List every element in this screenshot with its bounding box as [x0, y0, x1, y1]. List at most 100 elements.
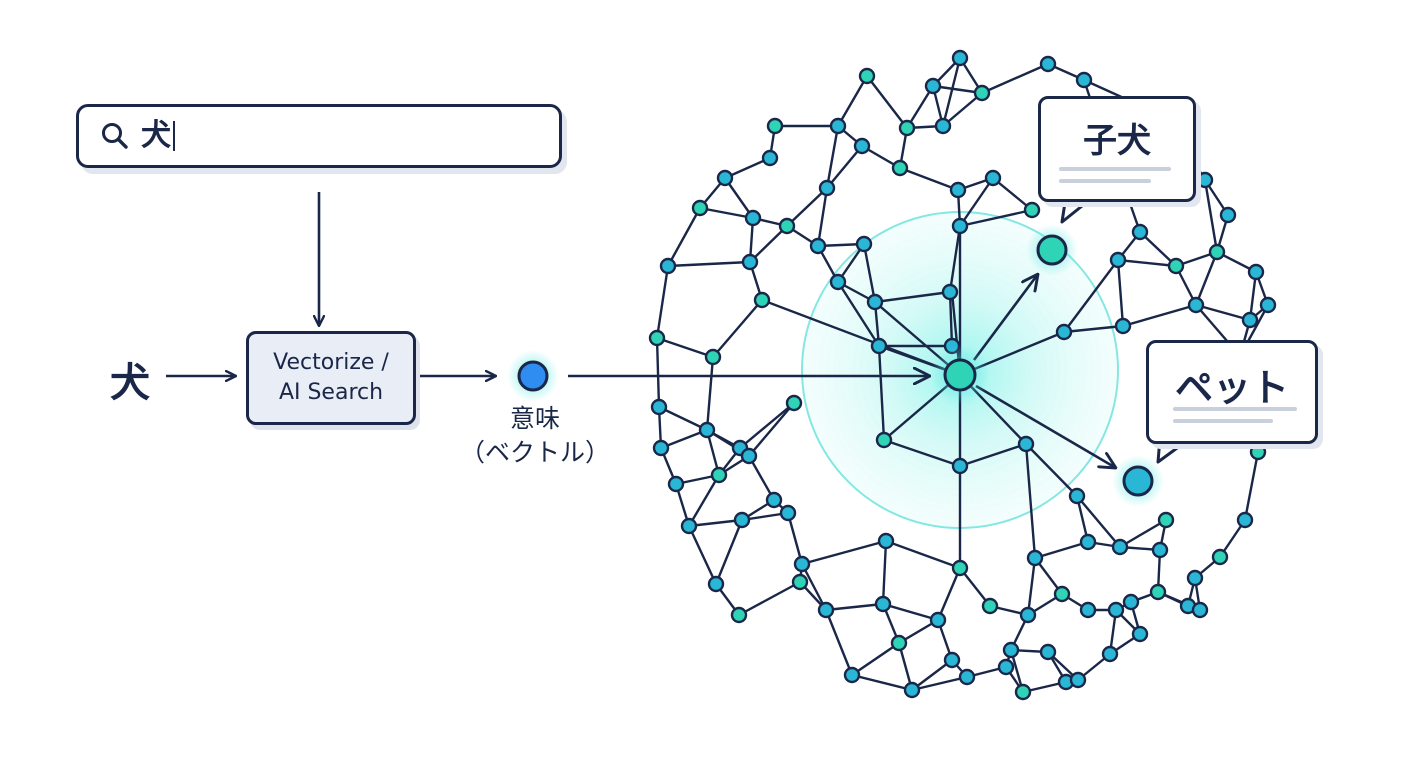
network-node — [1191, 601, 1209, 619]
network-node — [858, 67, 876, 85]
network-edge — [980, 62, 1050, 95]
network-edge — [737, 580, 802, 617]
network-node — [981, 597, 999, 615]
vector-label: 意味 （ベクトル） — [440, 402, 630, 470]
network-node — [765, 491, 783, 509]
network-node — [1101, 645, 1119, 663]
network-node — [740, 447, 758, 465]
network-edge — [816, 186, 829, 248]
network-node — [875, 431, 893, 449]
network-node — [733, 511, 751, 529]
network-node — [1247, 263, 1265, 281]
network-edge — [711, 298, 764, 359]
bubble-text-line — [1173, 407, 1297, 411]
bubble-text-line — [1059, 167, 1171, 171]
network-node — [1211, 548, 1229, 566]
network-node — [809, 237, 827, 255]
network-node — [652, 439, 670, 457]
network-node — [829, 117, 847, 135]
network-node — [1219, 206, 1237, 224]
network-node — [1241, 311, 1259, 329]
network-edge — [698, 206, 755, 220]
network-edge — [958, 208, 1034, 228]
network-node — [1236, 511, 1254, 529]
radial-arrows — [972, 274, 1116, 468]
network-edge — [687, 473, 721, 528]
network-edge — [705, 355, 715, 432]
network-edge — [800, 539, 888, 566]
network-node — [741, 253, 759, 271]
network-edge — [1194, 303, 1252, 322]
network-node — [791, 573, 809, 591]
network-edge — [936, 566, 962, 622]
network-edge — [786, 511, 804, 566]
network-node — [716, 169, 734, 187]
network-edge — [882, 438, 962, 468]
network-node — [779, 504, 797, 522]
network-node — [870, 337, 888, 355]
network-edge — [836, 280, 881, 348]
network-node — [898, 119, 916, 137]
network-edge — [659, 428, 709, 450]
network-edge — [941, 91, 984, 128]
network-edge — [873, 290, 952, 304]
network-edge — [881, 539, 888, 606]
network-node — [1039, 55, 1057, 73]
network-edge — [881, 602, 940, 622]
search-bar[interactable]: 犬 — [76, 104, 562, 168]
network-node — [761, 149, 779, 167]
arrow-to-puppy — [972, 274, 1038, 361]
network-node — [659, 257, 677, 275]
network-edge — [738, 401, 796, 450]
network-node — [973, 84, 991, 102]
network-node — [1109, 251, 1127, 269]
network-node — [753, 291, 771, 309]
network-node — [1151, 541, 1169, 559]
bubble-text-line — [1173, 419, 1273, 423]
network-edge — [1062, 258, 1120, 334]
network-node — [1196, 171, 1214, 189]
network-node — [1026, 549, 1044, 567]
text-caret — [173, 121, 175, 151]
network-node — [877, 532, 895, 550]
network-node — [1187, 296, 1205, 314]
network-edge — [948, 290, 954, 348]
process-label-line1: Vectorize / — [273, 350, 389, 376]
network-edge — [748, 224, 789, 264]
network-edge — [824, 608, 854, 677]
network-edge — [760, 298, 962, 377]
network-edge — [800, 562, 828, 612]
network-node — [1019, 606, 1037, 624]
network-node — [1111, 538, 1129, 556]
network-node — [890, 634, 908, 652]
network-edge — [1116, 258, 1125, 328]
network-edge — [747, 401, 796, 458]
network-node — [1122, 593, 1140, 611]
network-edge — [905, 84, 935, 130]
result-bubble-pet: ペット — [1146, 340, 1318, 444]
search-icon — [102, 123, 128, 149]
puppy-bubble-tail — [1060, 195, 1093, 224]
network-node — [730, 606, 748, 624]
network-edge — [723, 156, 772, 180]
network-edge — [1062, 324, 1125, 334]
network-node — [691, 199, 709, 217]
network-edge — [898, 166, 960, 192]
network-node — [817, 601, 835, 619]
vector-label-line1: 意味 — [509, 404, 560, 433]
network-node — [866, 293, 884, 311]
network-node — [785, 394, 803, 412]
bubble-text-line — [1059, 179, 1151, 183]
network-node — [1107, 601, 1125, 619]
network-node — [778, 217, 796, 235]
network-edge — [687, 518, 744, 528]
network-edge — [1024, 442, 1079, 498]
pet-node — [1122, 465, 1154, 497]
network-edge — [910, 675, 969, 692]
network-edge — [948, 224, 962, 294]
network-edge — [958, 176, 995, 228]
network-node — [843, 666, 861, 684]
network-edge — [1138, 230, 1178, 268]
network-edge — [850, 641, 901, 677]
